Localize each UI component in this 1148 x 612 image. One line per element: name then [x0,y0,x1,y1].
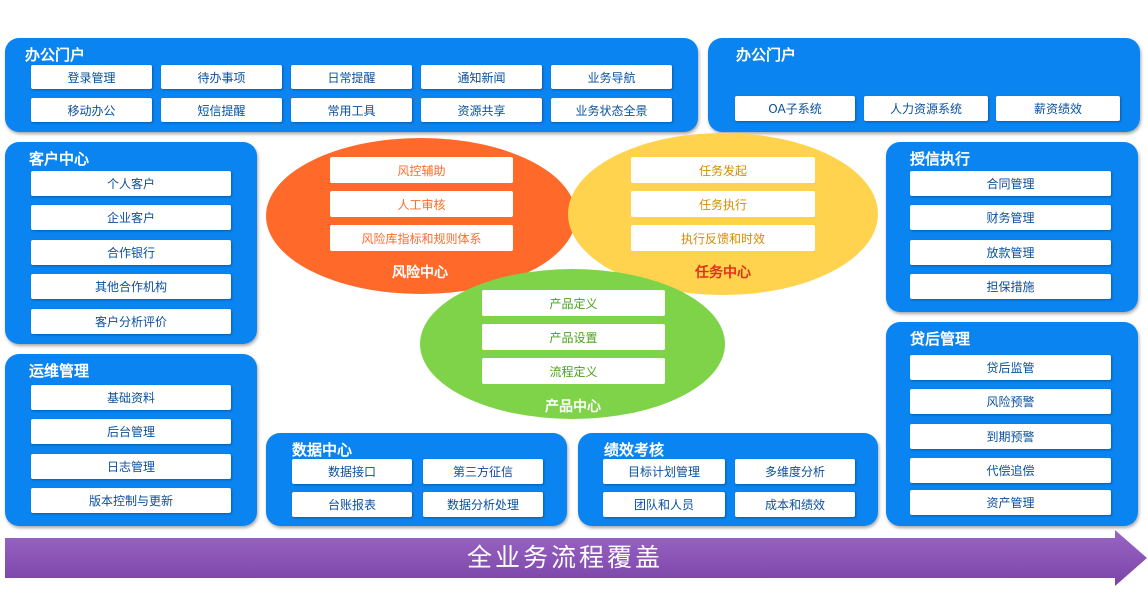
risk-center-title: 风险中心 [392,265,448,281]
customer-center-title: 客户中心 [29,150,90,168]
data-analysis-button[interactable]: 数据分析处理 [423,492,543,517]
oa-subsystem-button[interactable]: OA子系统 [735,96,855,121]
contract-management-button[interactable]: 合同管理 [910,171,1111,196]
guarantee-button[interactable]: 担保措施 [910,274,1111,299]
data-center-title: 数据中心 [292,441,353,459]
resource-sharing-button[interactable]: 资源共享 [421,98,542,122]
execution-feedback-button[interactable]: 执行反馈和时效 [631,225,815,251]
ledger-report-button[interactable]: 台账报表 [292,492,412,517]
log-management-button[interactable]: 日志管理 [31,454,231,479]
salary-performance-button[interactable]: 薪资绩效 [996,96,1120,121]
task-initiate-button[interactable]: 任务发起 [631,157,815,183]
ops-management-panel: 运维管理 基础资料 后台管理 日志管理 版本控制与更新 [5,354,257,526]
office-portal-right-panel: 办公门户 OA子系统 人力资源系统 薪资绩效 [708,38,1140,132]
performance-title: 绩效考核 [604,441,665,459]
office-portal-left-panel: 办公门户 登录管理 待办事项 日常提醒 通知新闻 业务导航 移动办公 短信提醒 … [5,38,698,132]
personal-customer-button[interactable]: 个人客户 [31,171,231,196]
customer-analysis-button[interactable]: 客户分析评价 [31,309,231,334]
third-party-credit-button[interactable]: 第三方征信 [423,459,543,484]
login-management-button[interactable]: 登录管理 [31,65,152,89]
credit-execution-panel: 授信执行 合同管理 财务管理 放款管理 担保措施 [886,142,1138,312]
post-loan-supervision-button[interactable]: 贷后监管 [910,355,1111,380]
multi-dimension-analysis-button[interactable]: 多维度分析 [735,459,855,484]
ops-management-title: 运维管理 [29,362,90,380]
post-loan-title: 贷后管理 [910,330,971,348]
business-nav-button[interactable]: 业务导航 [551,65,672,89]
process-definition-button[interactable]: 流程定义 [482,358,665,384]
common-tools-button[interactable]: 常用工具 [291,98,412,122]
team-personnel-button[interactable]: 团队和人员 [603,492,725,517]
product-definition-button[interactable]: 产品定义 [482,290,665,316]
credit-execution-title: 授信执行 [910,150,971,168]
version-control-button[interactable]: 版本控制与更新 [31,488,231,513]
other-partners-button[interactable]: 其他合作机构 [31,274,231,299]
notice-news-button[interactable]: 通知新闻 [421,65,542,89]
office-portal-right-title: 办公门户 [736,46,797,64]
product-settings-button[interactable]: 产品设置 [482,324,665,350]
finance-management-button[interactable]: 财务管理 [910,205,1111,230]
process-coverage-label: 全业务流程覆盖 [466,543,663,572]
daily-reminder-button[interactable]: 日常提醒 [291,65,412,89]
data-interface-button[interactable]: 数据接口 [292,459,412,484]
hr-system-button[interactable]: 人力资源系统 [864,96,988,121]
risk-rules-button[interactable]: 风险库指标和规则体系 [330,225,513,251]
manual-review-button[interactable]: 人工审核 [330,191,513,217]
customer-center-panel: 客户中心 个人客户 企业客户 合作银行 其他合作机构 客户分析评价 [5,142,257,344]
post-loan-panel: 贷后管理 贷后监管 风险预警 到期预警 代偿追偿 资产管理 [886,322,1138,526]
todo-button[interactable]: 待办事项 [161,65,282,89]
risk-warning-button[interactable]: 风险预警 [910,389,1111,414]
mobile-office-button[interactable]: 移动办公 [31,98,152,122]
basic-data-button[interactable]: 基础资料 [31,385,231,410]
risk-assist-button[interactable]: 风控辅助 [330,157,513,183]
expiry-warning-button[interactable]: 到期预警 [910,424,1111,449]
partner-bank-button[interactable]: 合作银行 [31,240,231,265]
task-center-title: 任务中心 [695,265,751,281]
product-center-title: 产品中心 [545,399,601,415]
compensation-recovery-button[interactable]: 代偿追偿 [910,458,1111,483]
enterprise-customer-button[interactable]: 企业客户 [31,205,231,230]
sms-reminder-button[interactable]: 短信提醒 [161,98,282,122]
cost-performance-button[interactable]: 成本和绩效 [735,492,855,517]
business-status-button[interactable]: 业务状态全景 [551,98,672,122]
loan-management-button[interactable]: 放款管理 [910,240,1111,265]
target-plan-button[interactable]: 目标计划管理 [603,459,725,484]
asset-management-button[interactable]: 资产管理 [910,490,1111,515]
task-execute-button[interactable]: 任务执行 [631,191,815,217]
office-portal-left-title: 办公门户 [25,46,86,64]
performance-panel: 绩效考核 目标计划管理 多维度分析 团队和人员 成本和绩效 [578,433,878,526]
data-center-panel: 数据中心 数据接口 第三方征信 台账报表 数据分析处理 [266,433,567,526]
process-coverage-arrow [5,530,1147,586]
arrow-shape [5,530,1147,586]
backend-management-button[interactable]: 后台管理 [31,419,231,444]
